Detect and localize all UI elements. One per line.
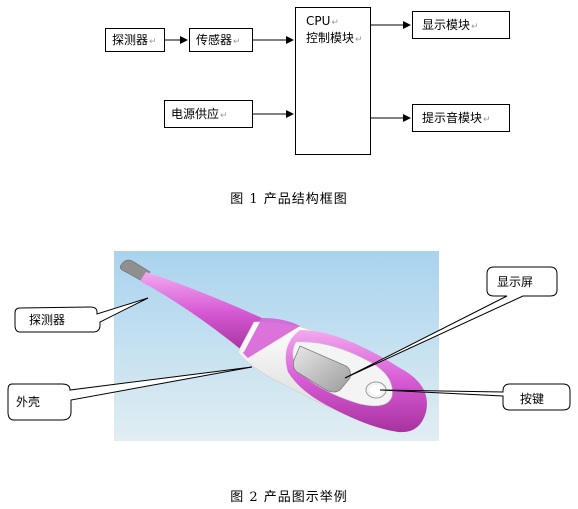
callout-button-label: 按键	[520, 392, 545, 406]
figure-1-caption: 图 1 产品结构框图	[230, 192, 348, 207]
callout-shell-shape	[7, 366, 253, 421]
callout-probe-shape	[14, 297, 149, 333]
node-display: 显示模块↵	[412, 11, 510, 39]
callout-probe-label: 探测器	[29, 313, 66, 327]
thermometer-band	[243, 318, 300, 358]
callout-screen-shape	[344, 266, 558, 379]
node-cpu-label-1: CPU	[306, 14, 331, 28]
node-alert: 提示音模块↵	[412, 104, 510, 132]
node-sensor: 传感器↵	[189, 28, 253, 52]
callout-screen-label: 显示屏	[497, 275, 534, 289]
node-power-label: 电源供应	[171, 107, 220, 121]
lcd-screen	[293, 345, 351, 393]
node-probe: 探测器↵	[105, 28, 165, 52]
node-cpu-label-2: 控制模块	[306, 31, 355, 46]
node-probe-label: 探测器	[112, 33, 149, 47]
node-sensor-label: 传感器	[196, 33, 233, 47]
callout-button-shape	[379, 383, 571, 411]
node-display-label: 显示模块	[422, 18, 471, 32]
thermometer-stem	[140, 272, 262, 352]
power-button-highlight	[370, 385, 382, 395]
figure-2-caption: 图 2 产品图示举例	[230, 490, 348, 505]
node-power: 电源供应↵	[164, 100, 253, 128]
node-cpu: CPU↵ 控制模块↵	[295, 7, 371, 155]
node-alert-label: 提示音模块	[422, 111, 483, 125]
callout-shell-label: 外壳	[16, 395, 41, 409]
